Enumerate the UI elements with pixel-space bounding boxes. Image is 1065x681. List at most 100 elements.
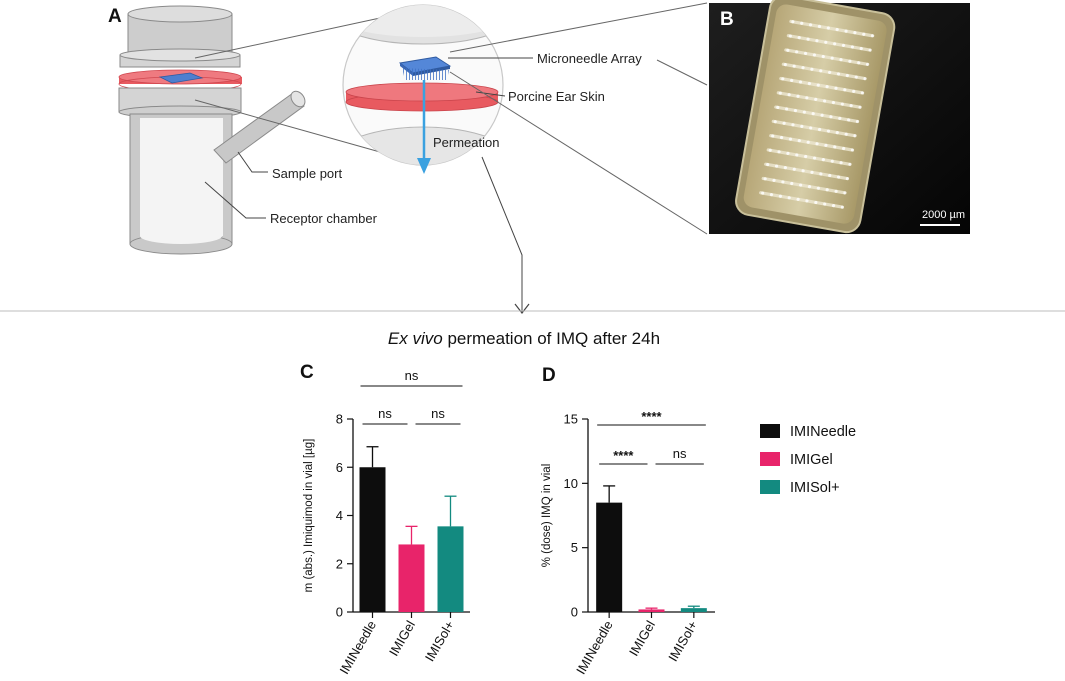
needle-tip — [859, 46, 863, 51]
magnified-view: Microneedle Array Porcine Ear Skin Perme… — [342, 2, 708, 314]
needle-tip — [817, 24, 822, 29]
skin-disc — [118, 69, 242, 92]
needle-tip — [788, 34, 792, 38]
needle-tip — [797, 139, 801, 143]
needle-tip — [788, 137, 793, 141]
needle-tip — [816, 83, 820, 87]
needle-tip — [809, 126, 813, 130]
needle-tip — [834, 189, 838, 193]
needle-tip — [823, 202, 827, 206]
x-tick-label: IMIGel — [626, 618, 658, 659]
x-tick-label: IMISol+ — [665, 618, 700, 664]
needle-tip — [792, 167, 796, 171]
needle-tip — [840, 205, 845, 209]
needle-tip — [835, 27, 839, 32]
significance-label: ns — [431, 406, 445, 421]
donor-chamber — [119, 5, 241, 68]
skin-leader — [475, 91, 506, 97]
significance-label: ns — [673, 446, 687, 461]
microneedle-photo-leader — [656, 59, 708, 86]
panel-label-c: C — [300, 362, 314, 383]
needle-tip — [797, 35, 801, 40]
y-tick-label: 8 — [336, 412, 343, 427]
needle-tip — [844, 29, 848, 33]
sample-port-label: Sample port — [272, 166, 342, 181]
needle-tip — [812, 53, 817, 57]
needle-tip — [845, 177, 850, 181]
y-tick-label: 10 — [564, 476, 578, 491]
needle-row — [789, 19, 874, 38]
needle-tip — [814, 200, 818, 205]
x-tick-label: IMIGel — [386, 618, 418, 659]
needle-tip — [761, 191, 765, 195]
chart-header-rest: permeation of IMQ after 24h — [443, 329, 660, 348]
needle-tip — [850, 148, 855, 152]
y-tick-label: 2 — [336, 556, 343, 571]
needle-tip — [781, 180, 785, 184]
zoom-line-top — [194, 17, 381, 59]
needle-tip — [795, 50, 799, 54]
needle-tip — [825, 85, 829, 89]
significance-label: ns — [405, 368, 419, 383]
needle-row — [761, 176, 846, 195]
receptor-chamber-label: Receptor chamber — [270, 211, 378, 226]
needle-tip — [804, 154, 808, 159]
needle-row — [764, 162, 849, 181]
needle-tip — [812, 156, 817, 160]
y-tick-label: 4 — [336, 508, 343, 523]
needle-tip — [817, 127, 822, 132]
needle-tip — [786, 48, 790, 52]
needle-tip — [824, 143, 828, 147]
needle-tip — [850, 45, 854, 49]
bar — [359, 467, 386, 612]
needle-tip — [779, 135, 784, 140]
needle-tip — [816, 186, 820, 190]
y-tick-label: 0 — [571, 605, 578, 620]
needle-tip — [852, 89, 856, 93]
x-tick-label: IMISol+ — [422, 618, 457, 664]
needle-tip — [772, 178, 776, 182]
bar — [638, 609, 665, 612]
needle-tip — [805, 199, 809, 203]
needle-tip — [839, 161, 843, 165]
needle-tip — [835, 131, 839, 135]
needle-tip — [781, 77, 785, 81]
y-tick-label: 6 — [336, 460, 343, 475]
needle-tip — [774, 164, 779, 168]
needle-tip — [808, 23, 813, 27]
needle-tip — [862, 32, 866, 36]
significance-label: ns — [378, 406, 392, 421]
needle-tip — [836, 72, 841, 76]
needle-tip — [801, 169, 805, 173]
needle-tip — [800, 124, 804, 128]
needle-tip — [863, 77, 867, 81]
needle-tip — [799, 183, 803, 187]
needle-tip — [825, 188, 829, 192]
needle-tip — [868, 48, 872, 52]
needle-tip — [783, 62, 787, 67]
needle-tip — [831, 203, 836, 208]
needle-tip — [787, 93, 791, 97]
y-axis-label: m (abs.) Imiquimod in vial [µg] — [303, 439, 315, 593]
needle-tip — [811, 112, 815, 116]
header-leader — [481, 156, 523, 312]
needle-tip — [773, 120, 777, 124]
needle-row — [786, 34, 871, 52]
y-tick-label: 5 — [571, 540, 578, 555]
zoom-line-bottom — [194, 99, 381, 153]
magnified-microneedle-array — [398, 56, 452, 80]
needle-row — [766, 148, 851, 166]
panel-label-d: D — [542, 365, 556, 386]
sample-port-leader — [237, 151, 268, 173]
needle-tip — [796, 94, 800, 98]
needle-tip — [838, 116, 842, 120]
needle-tip — [845, 73, 849, 78]
legend-swatch — [760, 424, 780, 438]
needle-tip — [833, 145, 837, 149]
needle-tip — [871, 34, 875, 38]
needle-tip — [801, 66, 805, 70]
permeation-arrow — [417, 80, 431, 174]
